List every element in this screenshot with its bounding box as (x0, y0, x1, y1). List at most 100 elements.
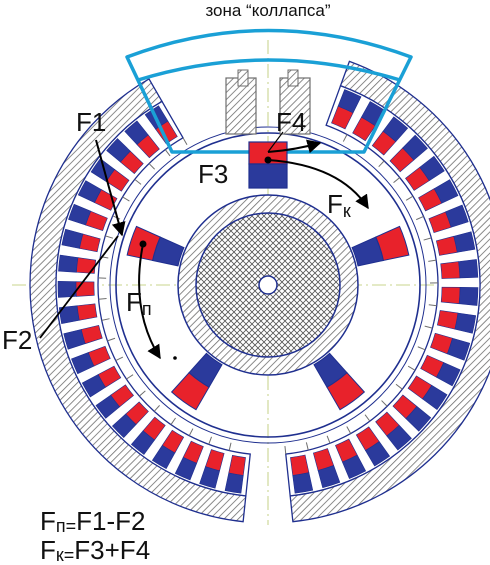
stator-tooth (182, 137, 188, 145)
stator-tooth (101, 318, 110, 321)
stator-magnet-inner (355, 426, 380, 451)
stator-tooth (405, 195, 414, 201)
stator-magnet-inner (182, 440, 204, 464)
stator-magnet-inner (418, 188, 443, 212)
stator-tooth (395, 383, 403, 390)
stator-tooth (428, 259, 437, 262)
force-arrow-fp-dot (139, 240, 147, 248)
stator-tooth (346, 426, 352, 434)
inner-track-circle (115, 132, 421, 438)
stator-magnet-inner (76, 303, 98, 321)
force-arrow-fp (138, 243, 161, 360)
collapse-zone-label: зона “коллапса” (205, 1, 330, 20)
stator-tooth (393, 177, 401, 183)
stator-magnet-inner (331, 105, 354, 130)
stator-tooth (364, 414, 371, 422)
stator-magnet-outer (458, 259, 479, 279)
stator-tooth (342, 134, 348, 142)
stator-tooth (416, 215, 424, 221)
stator-tooth (284, 446, 287, 455)
rotor-magnet-red (170, 371, 210, 411)
stator-tooth (417, 346, 426, 351)
stator-tooth (148, 163, 156, 170)
stator-magnet-inner (110, 384, 134, 408)
stator-magnet-inner (105, 169, 130, 192)
stator-magnet-inner (420, 354, 445, 378)
stator-tooth (170, 417, 176, 425)
formula-fk: Fк=F3+F4 (40, 535, 150, 565)
stator-magnet-inner (120, 150, 144, 175)
stator-magnet-inner (392, 394, 418, 420)
label-f3: F3 (198, 159, 228, 189)
stator-tooth (424, 325, 433, 329)
stator-magnet-inner (79, 233, 101, 253)
stator-magnet-inner (161, 429, 185, 454)
stator-magnet-inner (371, 130, 397, 156)
rotor-magnet-red (326, 371, 366, 411)
label-fk: Fк (327, 189, 351, 221)
stator-tooth (228, 442, 232, 451)
label-fp: Fп (126, 287, 152, 319)
stator-magnet-outer (58, 254, 79, 273)
stator-magnet-inner (142, 416, 166, 441)
stator-tooth (122, 196, 130, 202)
stator-magnet-inner (440, 286, 461, 305)
stator-tooth (428, 304, 437, 307)
stator-magnet-inner (428, 211, 452, 234)
stator-magnet-inner (389, 147, 415, 173)
stator-magnet-inner (94, 189, 118, 211)
stator-magnet-inner (436, 310, 459, 330)
stator-tooth (188, 428, 194, 436)
rotor-magnet-red (375, 225, 410, 262)
stator-magnet-inner (407, 375, 433, 400)
stator-magnet-inner (290, 454, 310, 476)
stator-magnet-inner (352, 116, 376, 142)
label-f2: F2 (2, 325, 32, 355)
stator-tooth (305, 442, 309, 451)
stator-magnet-inner (97, 365, 122, 388)
leader-line-f1 (95, 139, 126, 237)
stator-magnet-inner (87, 345, 111, 367)
stator-tooth (107, 337, 116, 342)
stator-magnet-inner (375, 411, 400, 437)
stator-magnet-inner (76, 257, 97, 274)
stator-magnet-inner (80, 324, 103, 345)
stator-tooth (134, 179, 142, 185)
inner-track-circle-2 (109, 126, 427, 444)
stator-tooth (153, 405, 160, 412)
stator-tooth (126, 374, 134, 380)
stator-magnet-inner (335, 438, 358, 463)
rotor-magnets (126, 225, 410, 411)
stator-tooth (381, 400, 388, 407)
stator-magnet-inner (312, 448, 335, 471)
stator-tooth (378, 160, 385, 168)
stator-magnet-outer (458, 287, 479, 306)
stator-magnet-inner (85, 210, 108, 232)
collapse-zone-outline (125, 28, 413, 154)
formula-fp: Fп=F1-F2 (40, 506, 146, 536)
stator-tooth (326, 435, 331, 444)
top-comb-element (225, 69, 311, 135)
stator-magnet-inner (125, 401, 149, 425)
stator-tooth (407, 365, 416, 371)
stator-tooth (164, 149, 171, 157)
stator-magnet-inner (75, 281, 95, 297)
stator-tooth (115, 356, 124, 362)
stator-tooth (208, 436, 212, 445)
label-f4: F4 (276, 107, 306, 137)
force-arrow-f4 (267, 139, 322, 154)
stator-magnet-outer (292, 472, 314, 494)
label-f1: F1 (76, 107, 106, 137)
force-arrow-fk (267, 159, 369, 210)
leader-line-f4 (267, 131, 284, 153)
stator-tooth (138, 390, 146, 397)
shaft-hole (258, 275, 278, 295)
stator-magnet-inner (228, 454, 246, 476)
stator-tooth (105, 235, 114, 239)
stator-magnet-inner (435, 235, 458, 256)
outer-stator-ring (29, 60, 490, 523)
stator-magnet-inner (136, 134, 160, 159)
top-magnet (248, 141, 288, 189)
